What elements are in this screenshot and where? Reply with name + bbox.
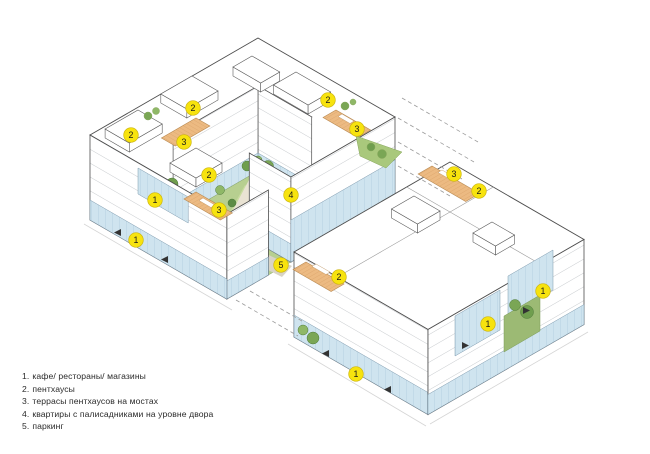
svg-text:1: 1 xyxy=(134,235,139,245)
svg-text:1: 1 xyxy=(541,286,546,296)
svg-text:2: 2 xyxy=(191,103,196,113)
roof-greenery xyxy=(143,98,403,169)
legend-item-number: 4. xyxy=(22,408,30,419)
svg-text:4: 4 xyxy=(289,190,294,200)
svg-text:3: 3 xyxy=(452,169,457,179)
legend-item-text: террасы пентхаусов на мостах xyxy=(32,396,159,407)
legend-item-number: 5. xyxy=(22,421,30,432)
ground-lines xyxy=(83,223,589,427)
diagram-marker-5: 5 xyxy=(273,257,289,273)
legend-item: 1.кафе/ рестораны/ магазины xyxy=(22,370,216,383)
legend-item-number: 2. xyxy=(22,383,30,394)
svg-text:2: 2 xyxy=(337,272,342,282)
svg-text:2: 2 xyxy=(129,130,134,140)
legend-item: 3.террасы пентхаусов на мостах xyxy=(22,395,216,408)
legend-item: 5.паркинг xyxy=(22,420,216,433)
block-b xyxy=(292,161,585,416)
legend-item: 2.пентхаусы xyxy=(22,383,216,396)
glass-facade xyxy=(454,289,501,357)
diagram-marker-3: 3 xyxy=(211,202,227,218)
diagram-marker-2: 2 xyxy=(185,100,201,116)
diagram-marker-4: 4 xyxy=(283,187,299,203)
entrance-arrows xyxy=(114,229,530,393)
svg-text:1: 1 xyxy=(486,319,491,329)
legend-item-text: квартиры с палисадниками на уровне двора xyxy=(32,408,214,419)
svg-text:3: 3 xyxy=(217,205,222,215)
bridge-terraces xyxy=(292,165,481,292)
diagram-marker-1: 1 xyxy=(147,192,163,208)
diagram-marker-3: 3 xyxy=(349,121,365,137)
legend: 1.кафе/ рестораны/ магазины 2.пентхаусы … xyxy=(22,370,216,433)
diagram-marker-2: 2 xyxy=(123,127,139,143)
diagram-marker-1: 1 xyxy=(348,366,364,382)
svg-text:3: 3 xyxy=(355,124,360,134)
diagram-marker-1: 1 xyxy=(480,316,496,332)
diagram-marker-2: 2 xyxy=(471,183,487,199)
svg-text:2: 2 xyxy=(207,170,212,180)
terrace xyxy=(160,117,211,147)
legend-item-text: кафе/ рестораны/ магазины xyxy=(32,371,146,381)
svg-text:1: 1 xyxy=(354,369,359,379)
bridge-dashed-lines xyxy=(235,97,479,337)
diagram-marker-2: 2 xyxy=(320,92,336,108)
svg-text:2: 2 xyxy=(326,95,331,105)
diagram-marker-1: 1 xyxy=(535,283,551,299)
diagram-marker-3: 3 xyxy=(446,166,462,182)
svg-text:1: 1 xyxy=(153,195,158,205)
svg-text:5: 5 xyxy=(279,260,284,270)
legend-item: 4.квартиры с палисадниками на уровне дво… xyxy=(22,408,216,421)
terrace xyxy=(417,165,481,202)
svg-text:2: 2 xyxy=(477,186,482,196)
legend-item-number: 1. xyxy=(22,371,30,381)
markers-layer: 2 2 3 2 3 1 2 3 1 4 3 2 5 2 1 1 1 xyxy=(123,92,551,382)
glass-facade xyxy=(137,167,189,224)
legend-item-number: 3. xyxy=(22,396,30,407)
diagram-marker-2: 2 xyxy=(201,167,217,183)
legend-item-text: пентхаусы xyxy=(32,383,75,394)
glass-facade xyxy=(89,199,228,300)
legend-item-text: паркинг xyxy=(32,421,64,432)
svg-text:3: 3 xyxy=(182,137,187,147)
penthouse-boxes xyxy=(390,195,516,256)
diagram-marker-2: 2 xyxy=(331,269,347,285)
diagram-marker-1: 1 xyxy=(128,232,144,248)
diagram-marker-3: 3 xyxy=(176,134,192,150)
glass-facade xyxy=(290,159,396,263)
glass-facade xyxy=(507,249,554,317)
